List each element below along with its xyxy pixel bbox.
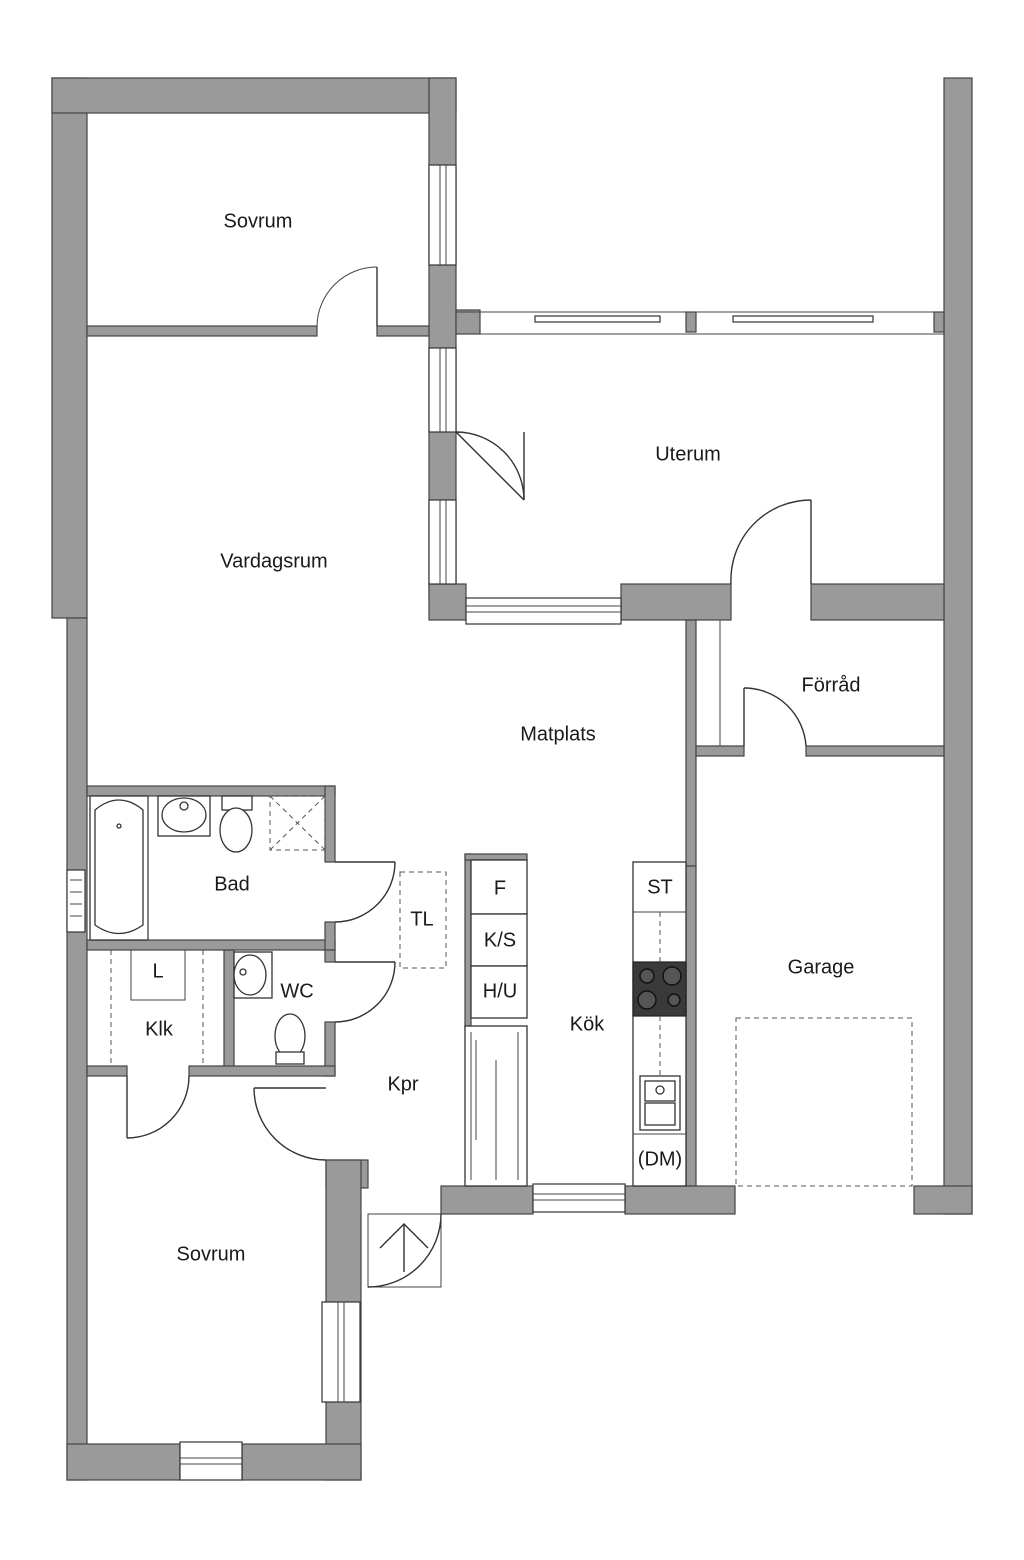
room-label-vardagsrum: Vardagsrum (220, 550, 327, 572)
doors (126, 266, 812, 1288)
room-labels: Sovrum Uterum Vardagsrum Förråd Matplats… (145, 210, 860, 1265)
room-label-wc: WC (280, 980, 313, 1002)
room-label-sovrum-bottom: Sovrum (177, 1243, 246, 1265)
windows (66, 164, 626, 1481)
room-label-klk: Klk (145, 1018, 174, 1040)
bathroom-fixtures (89, 795, 447, 1066)
room-label-uterum: Uterum (655, 443, 721, 465)
walls (51, 77, 973, 1481)
room-label-matplats: Matplats (520, 723, 596, 745)
room-label-bad: Bad (214, 873, 250, 895)
fixture-label-dishwasher: (DM) (638, 1148, 682, 1170)
room-label-kok: Kök (570, 1013, 605, 1035)
room-label-sovrum-top: Sovrum (224, 210, 293, 232)
garage-fixtures (735, 1017, 913, 1187)
fixture-label-laundry: L (152, 960, 163, 982)
fixture-label-fridge-freezer: K/S (484, 929, 516, 951)
room-label-tl: TL (410, 908, 433, 930)
kitchen-fixtures (464, 859, 687, 1187)
room-label-garage: Garage (788, 956, 855, 978)
fixture-label-fridge: F (494, 877, 506, 899)
room-label-kpr: Kpr (387, 1073, 418, 1095)
room-label-forrad: Förråd (802, 674, 861, 696)
fixture-label-cabinet: H/U (483, 980, 517, 1002)
uterum-outline (456, 311, 944, 335)
fixture-label-stove-cabinet: ST (647, 876, 673, 898)
fixture-labels: L F K/S H/U ST (DM) (152, 876, 682, 1170)
